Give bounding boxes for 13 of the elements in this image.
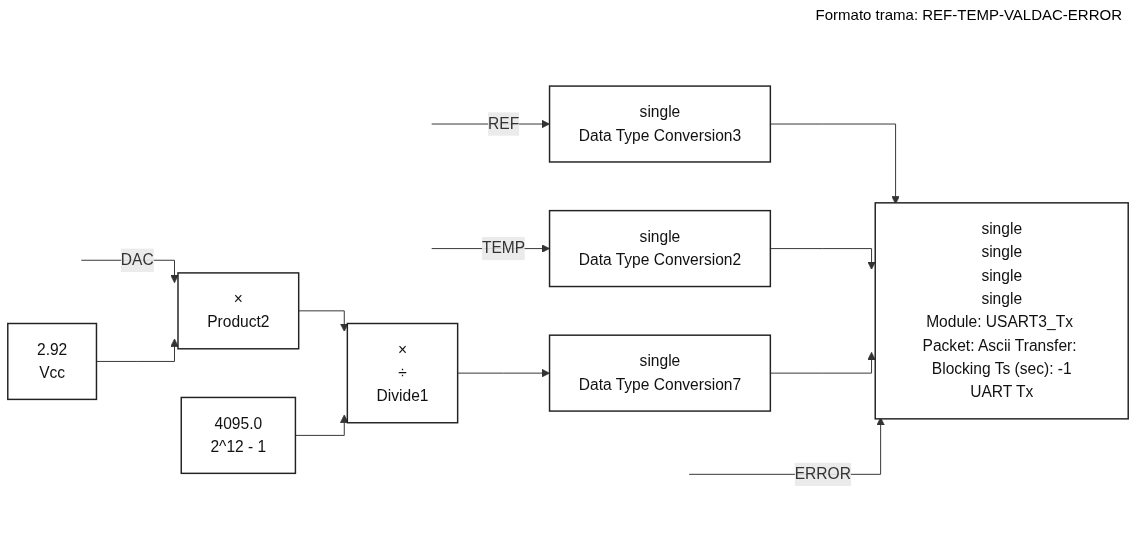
edge-label: TEMP xyxy=(481,239,526,257)
node-box: single Data Type Conversion7 xyxy=(548,334,772,412)
node-box: single single single single Module: USART3_Tx Packet: Ascii Transfer: Blocking Ts (sec): -1 UART Tx xyxy=(874,202,1129,420)
node-box: × Product2 xyxy=(177,272,300,350)
edge-label: REF xyxy=(488,115,520,132)
node-box: 2.92 Vcc xyxy=(7,322,98,401)
node-box: × ÷ Divide1 xyxy=(346,322,459,424)
node-box: 4095.0 2^12 - 1 xyxy=(180,396,297,475)
node-box: single Data Type Conversion3 xyxy=(548,85,772,163)
node-box: single Data Type Conversion2 xyxy=(548,209,772,288)
edge-label: DAC xyxy=(120,251,154,269)
edge-label: ERROR xyxy=(794,465,851,483)
annotation-note: Formato trama: REF-TEMP-VALDAC-ERROR xyxy=(815,6,1122,23)
